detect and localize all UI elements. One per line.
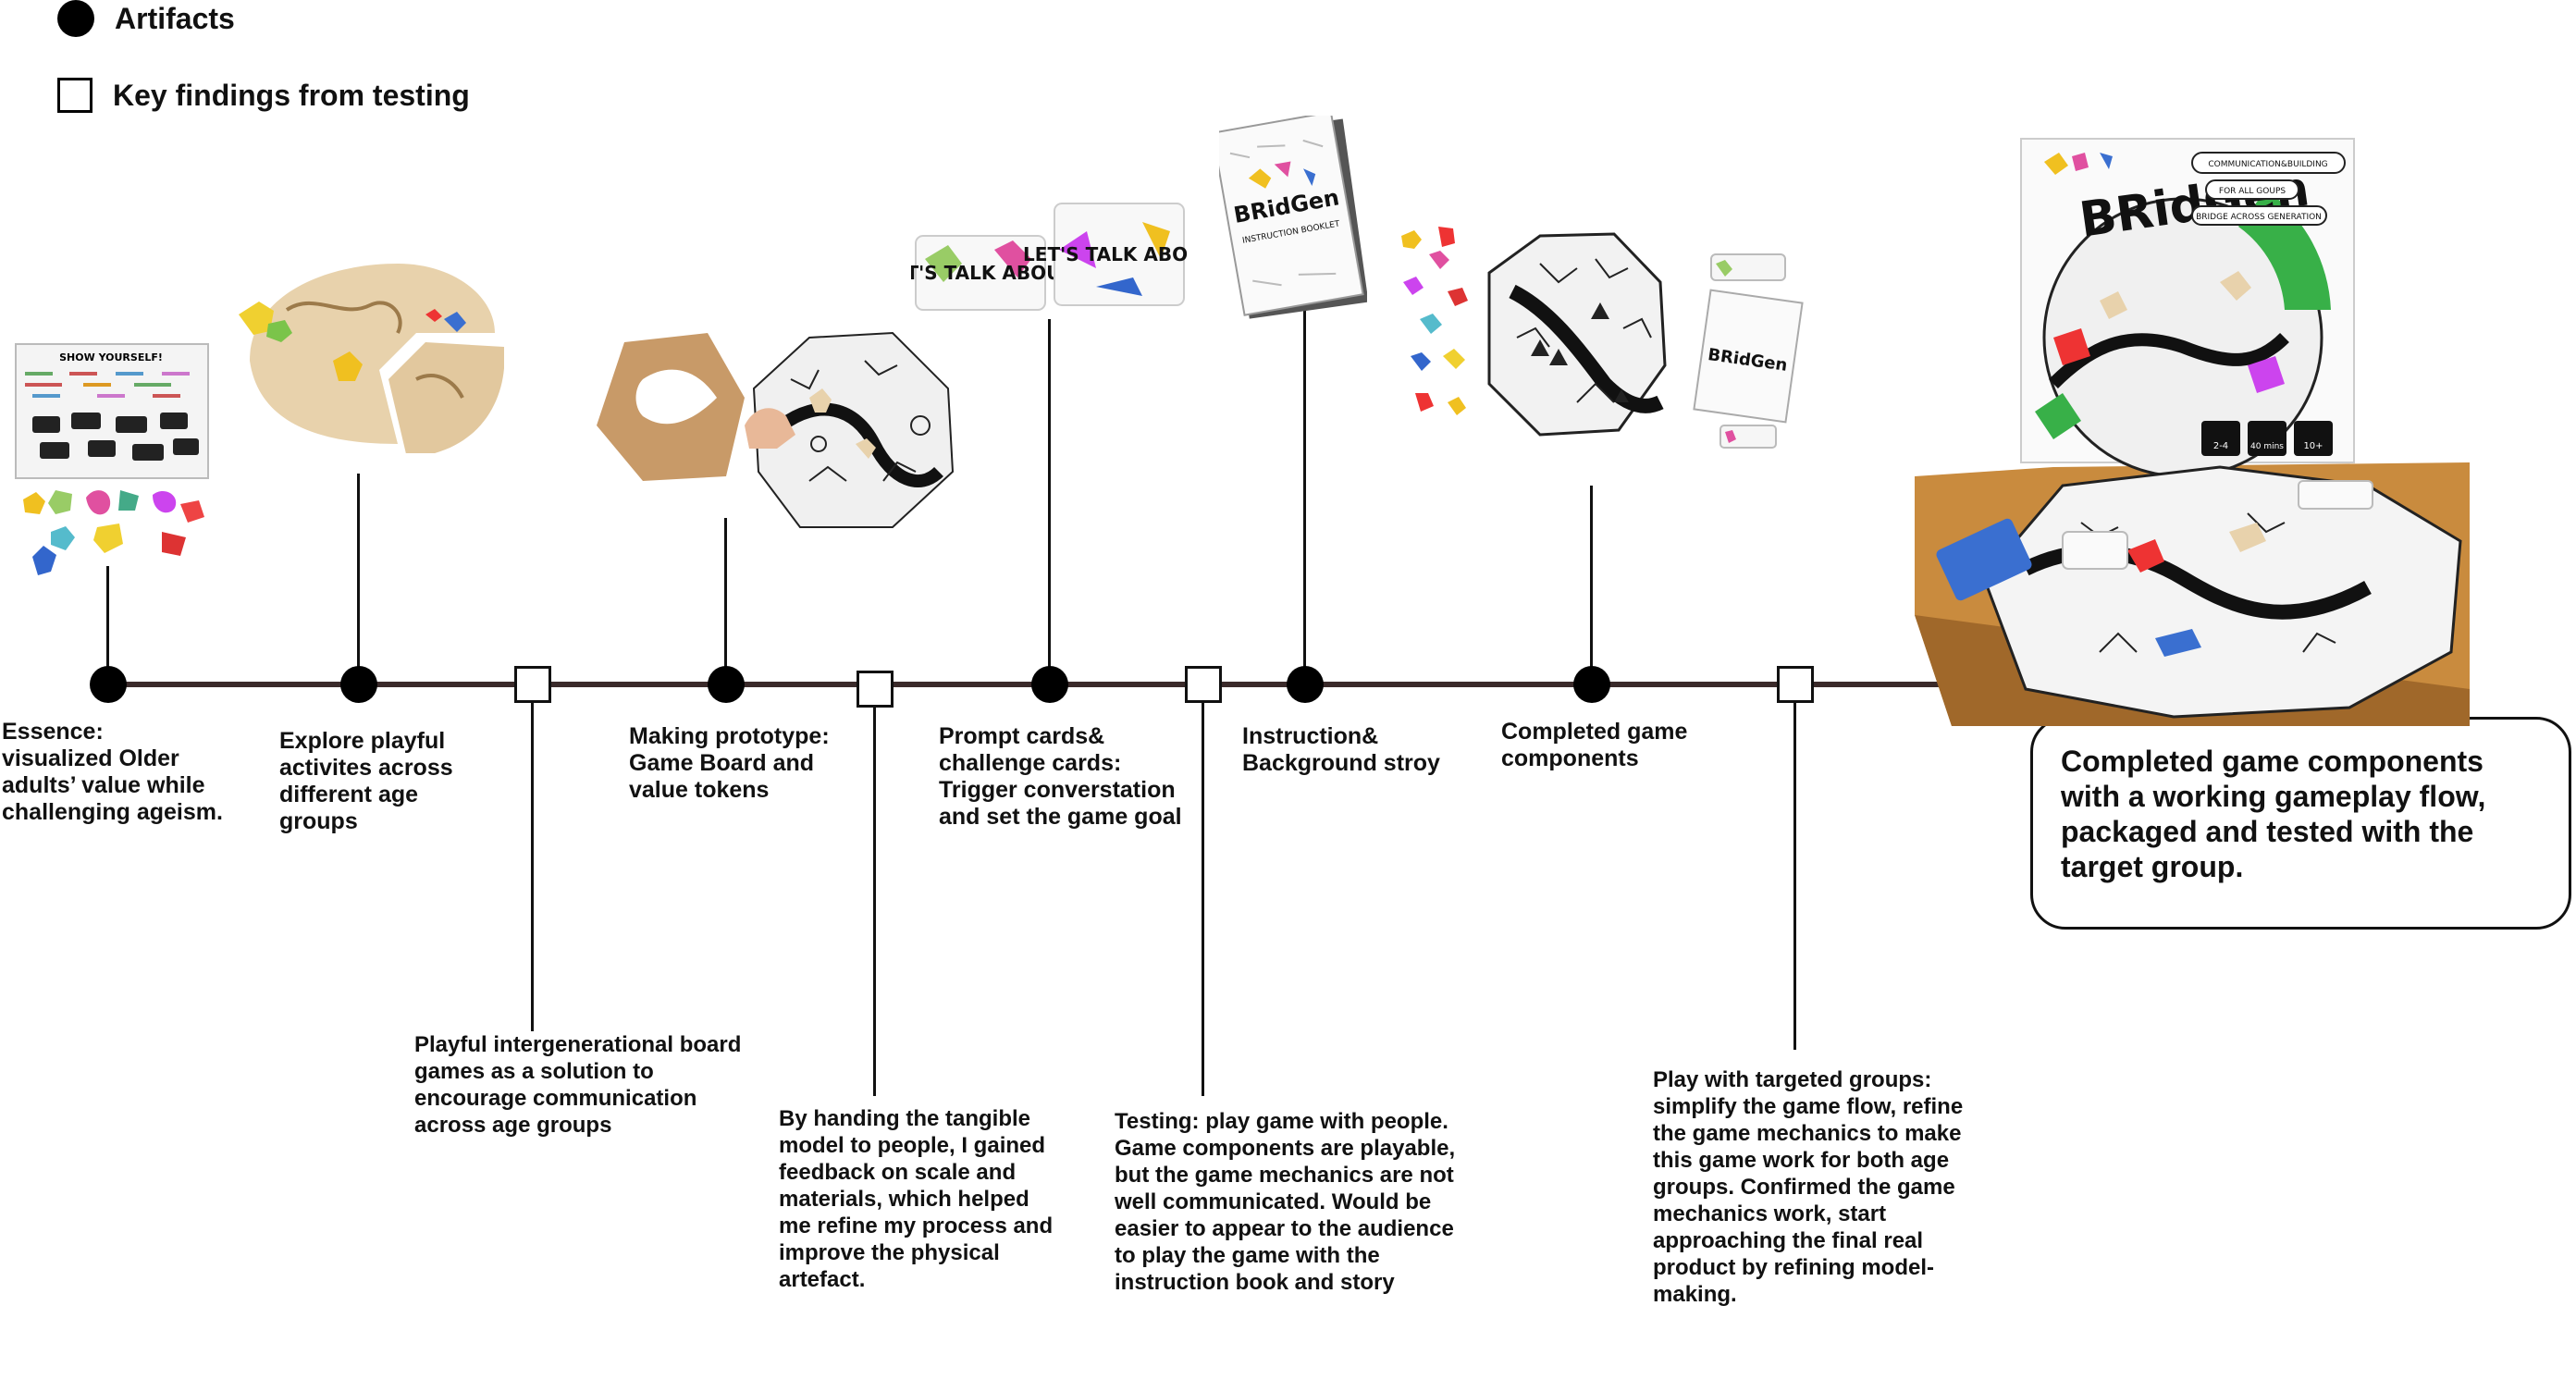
- badge-players: 2-4: [2213, 441, 2228, 451]
- stem: [1590, 486, 1593, 684]
- artifact-image-booklet: BRidGen INSTRUCTION BOOKLET: [1219, 116, 1367, 319]
- stem: [1202, 703, 1204, 1096]
- card-text: LET'S TALK ABOUT: [1023, 243, 1189, 265]
- artifact-label-explore: Explore playful activites across differe…: [279, 728, 453, 834]
- finding-text-3: Testing: play game with people. Game com…: [1115, 1109, 1456, 1295]
- artifact-node: [1573, 666, 1610, 703]
- card-text: LET'S TALK ABOUT: [911, 262, 1074, 284]
- box-tag-3: BRIDGE ACROSS GENERATION: [2196, 213, 2322, 222]
- finding-node: [857, 671, 894, 708]
- box-tag-1: COMMUNICATION&BUILDING: [2208, 160, 2327, 169]
- finding-node: [1777, 666, 1814, 703]
- finding-node: [1185, 666, 1222, 703]
- stem: [1793, 703, 1796, 1050]
- artifact-label-prototype: Making prototype: Game Board and value t…: [629, 723, 830, 803]
- timeline-axis: [102, 682, 2044, 687]
- finding-text-4: Play with targeted groups: simplify the …: [1653, 1067, 1964, 1307]
- legend-findings-label: Key findings from testing: [113, 78, 470, 112]
- final-outcome-box: Completed game components with a working…: [2030, 717, 2571, 930]
- legend-artifacts-label: Artifacts: [115, 1, 235, 35]
- filled-circle-icon: [57, 0, 94, 37]
- stem: [1303, 301, 1306, 684]
- artifact-image-completed-components: BRidGen: [1401, 227, 1804, 449]
- box-tag-2: FOR ALL GOUPS: [2219, 187, 2286, 196]
- stem: [873, 708, 876, 1096]
- artifact-node: [90, 666, 127, 703]
- artifact-node: [708, 666, 745, 703]
- artifact-image-poster: SHOW YOURSELF!: [15, 343, 209, 575]
- artifact-image-cards: LET'S TALK ABOUT LET'S TALK ABOUT: [911, 203, 1189, 311]
- poster-title: SHOW YOURSELF!: [59, 351, 163, 363]
- artifact-label-completed: Completed game components: [1501, 719, 1688, 771]
- artifact-node: [1031, 666, 1068, 703]
- artifact-label-cards: Prompt cards& challenge cards: Trigger c…: [939, 723, 1182, 830]
- stem: [531, 703, 534, 1031]
- artifact-image-wood-prototype: [239, 264, 504, 453]
- stem: [357, 474, 360, 684]
- stem: [724, 518, 727, 684]
- artifact-image-game-board-prototype: [597, 331, 955, 528]
- badge-age: 10+: [2303, 441, 2323, 451]
- stem: [1048, 319, 1051, 684]
- finding-node: [514, 666, 551, 703]
- stem: [106, 566, 109, 684]
- artifact-node: [1287, 666, 1324, 703]
- artifact-node: [340, 666, 377, 703]
- legend-artifacts: Artifacts: [57, 0, 235, 37]
- finding-text-1: Playful intergenerational board games as…: [414, 1032, 742, 1138]
- empty-square-icon: [57, 78, 92, 113]
- badge-time: 40 mins: [2250, 442, 2284, 451]
- artifact-image-final-product: BRidGen COMMUNICATION&BUILDING FOR ALL G…: [1915, 138, 2470, 726]
- legend-findings: Key findings from testing: [57, 78, 470, 113]
- finding-text-2: By handing the tangible model to people,…: [779, 1106, 1054, 1292]
- artifact-label-essence: Essence: visualized Older adults’ value …: [2, 719, 223, 825]
- artifact-label-instruction: Instruction& Background stroy: [1242, 723, 1440, 776]
